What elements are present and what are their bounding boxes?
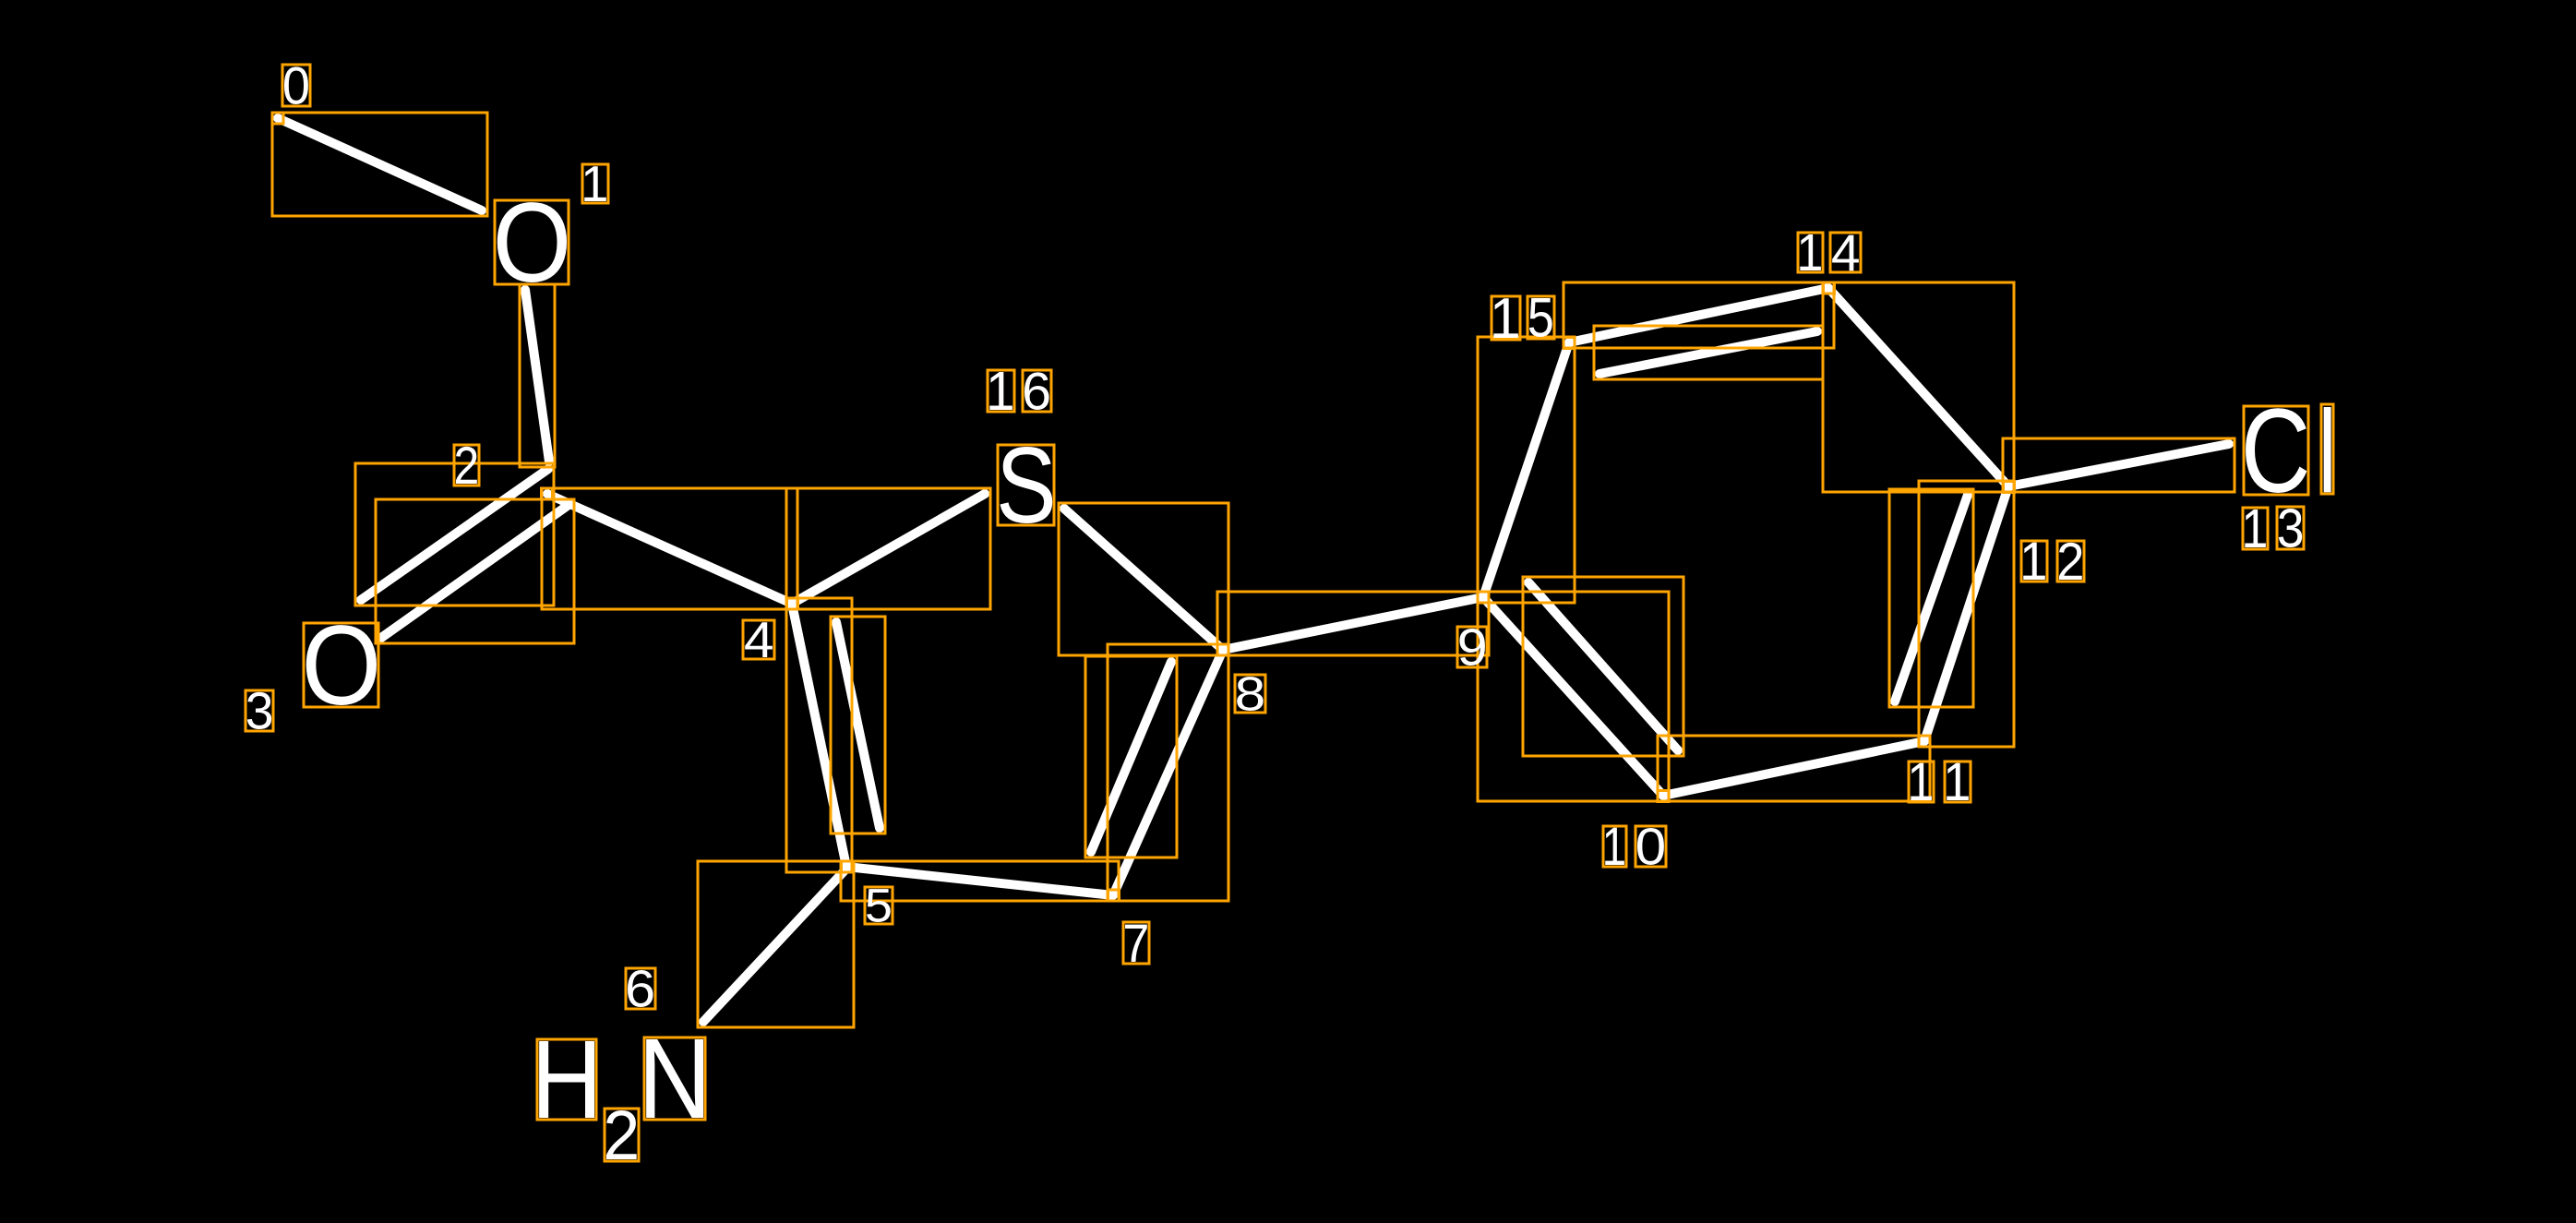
svg-text:1: 1: [1796, 223, 1823, 282]
svg-text:0: 0: [282, 55, 310, 115]
svg-text:2: 2: [603, 1096, 640, 1174]
svg-text:9: 9: [1457, 619, 1488, 677]
svg-text:5: 5: [1528, 286, 1554, 348]
svg-text:2: 2: [2056, 533, 2084, 592]
svg-text:1: 1: [986, 361, 1015, 422]
svg-text:1: 1: [2019, 531, 2047, 591]
svg-text:N: N: [638, 1015, 712, 1143]
svg-text:2: 2: [454, 437, 480, 496]
svg-text:O: O: [493, 179, 572, 306]
svg-text:S: S: [996, 425, 1057, 546]
svg-text:H: H: [531, 1018, 602, 1142]
svg-text:4: 4: [744, 612, 774, 667]
svg-text:1: 1: [1602, 818, 1627, 877]
svg-text:7: 7: [1122, 913, 1149, 973]
svg-text:C: C: [2241, 383, 2311, 517]
svg-text:0: 0: [1635, 818, 1667, 876]
svg-text:1: 1: [1943, 751, 1971, 811]
svg-text:l: l: [2318, 387, 2337, 518]
svg-text:1: 1: [1907, 751, 1934, 811]
svg-text:3: 3: [2277, 498, 2305, 558]
svg-text:4: 4: [1831, 224, 1861, 282]
svg-text:1: 1: [2241, 498, 2268, 559]
svg-text:1: 1: [1490, 287, 1521, 352]
svg-text:5: 5: [865, 880, 893, 932]
svg-text:8: 8: [1235, 666, 1266, 720]
svg-text:3: 3: [246, 681, 274, 740]
svg-text:1: 1: [581, 155, 608, 212]
svg-text:6: 6: [625, 961, 655, 1018]
svg-text:O: O: [302, 602, 382, 728]
svg-text:6: 6: [1022, 362, 1051, 421]
